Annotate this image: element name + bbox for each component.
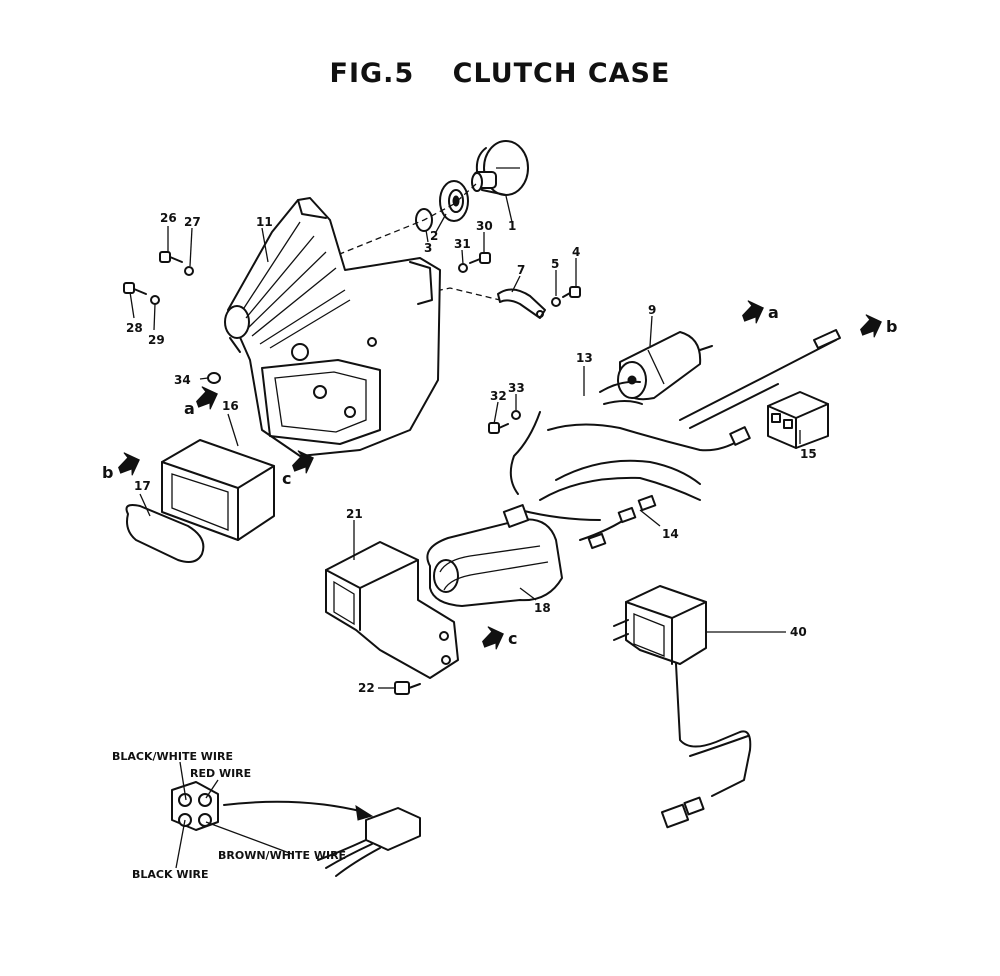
- washer-29-part: [150, 295, 160, 305]
- part-label-17: 17: [134, 479, 151, 493]
- screw-22-part: [394, 681, 421, 695]
- wire-label-red: RED WIRE: [190, 767, 251, 780]
- figure-name: CLUTCH CASE: [452, 58, 671, 89]
- part-number-labels: 1 2 3 4 5 7 9 11 13 14 15 16 17 18 21 22…: [126, 211, 817, 695]
- charger-40-part: [613, 585, 752, 829]
- cover-16-part: [161, 439, 275, 541]
- ref-letter-c-case: c: [282, 469, 291, 488]
- part-leader-lines: [129, 195, 801, 689]
- gasket-17-part: [125, 504, 205, 563]
- part-label-5: 5: [551, 257, 559, 271]
- assembly-axis-line: [319, 183, 477, 263]
- clutch-case-part: [224, 197, 441, 457]
- part-label-32: 32: [490, 389, 507, 403]
- ref-letter-b-cover: b: [102, 463, 113, 482]
- motor-part: [617, 331, 713, 401]
- part-label-34: 34: [174, 373, 191, 387]
- part-label-33: 33: [508, 381, 525, 395]
- lever-7-part: [497, 288, 546, 319]
- part-label-31: 31: [454, 237, 471, 251]
- wire-harness-part: [502, 329, 841, 550]
- wire-leader-black: [175, 819, 186, 869]
- washer-5-part: [551, 297, 561, 307]
- part-label-18: 18: [534, 601, 551, 615]
- part-label-15: 15: [800, 447, 817, 461]
- ref-arrows: [118, 300, 882, 650]
- part-label-22: 22: [358, 681, 375, 695]
- screw-26-part: [159, 251, 183, 263]
- screw-4-part: [562, 286, 581, 298]
- part-label-2: 2: [430, 229, 438, 243]
- part-label-14: 14: [662, 527, 679, 541]
- wire-label-black-white: BLACK/WHITE WIRE: [112, 750, 233, 763]
- wire-color-labels: BLACK/WHITE WIRE RED WIRE BROWN/WHITE WI…: [112, 750, 346, 881]
- detail-arrow: [223, 800, 365, 813]
- snap-ring-part: [415, 208, 433, 232]
- ref-letter-a-motor: a: [768, 303, 779, 322]
- part-label-30: 30: [476, 219, 493, 233]
- figure-title: FIG.5 CLUTCH CASE: [0, 58, 1000, 89]
- connector-15-part: [767, 391, 829, 449]
- washer-31-part: [458, 263, 468, 273]
- screw-28-part: [123, 282, 147, 295]
- part-label-28: 28: [126, 321, 143, 335]
- figure-number: FIG.5: [329, 58, 415, 89]
- part-label-9: 9: [648, 303, 656, 317]
- wire-label-black: BLACK WIRE: [132, 868, 209, 881]
- ref-letter-a-case: a: [184, 399, 195, 418]
- wire-label-brown-white: BROWN/WHITE WIRE: [218, 849, 346, 862]
- part-label-40: 40: [790, 625, 807, 639]
- battery-pack-18-part: [426, 518, 563, 607]
- clutch-drum-part: [471, 140, 529, 196]
- screw-32-part: [488, 422, 509, 434]
- wire-leader-black-white: [179, 761, 187, 801]
- washer-33-part: [511, 410, 521, 420]
- screw-30-part: [469, 252, 491, 264]
- part-label-27: 27: [184, 215, 201, 229]
- part-label-3: 3: [424, 241, 432, 255]
- wire-leader-brown-white: [205, 821, 293, 855]
- part-label-26: 26: [160, 211, 177, 225]
- part-label-13: 13: [576, 351, 593, 365]
- part-label-21: 21: [346, 507, 363, 521]
- ref-letter-c-battery: c: [508, 629, 517, 648]
- plug-detail-part: [317, 807, 421, 877]
- nut-34-part: [207, 372, 221, 384]
- ref-letters: a b a b c c: [102, 303, 897, 648]
- part-label-1: 1: [508, 219, 516, 233]
- wire-leader-red: [205, 779, 219, 799]
- detail-arrow-head: [355, 805, 374, 821]
- part-label-4: 4: [572, 245, 580, 259]
- part-label-16: 16: [222, 399, 239, 413]
- part-label-29: 29: [148, 333, 165, 347]
- part-label-7: 7: [517, 263, 525, 277]
- washer-27-part: [184, 266, 194, 276]
- bearing-part: [439, 180, 469, 222]
- battery-case-21-part: [325, 541, 459, 679]
- part-label-11: 11: [256, 215, 273, 229]
- ref-letter-b-wire: b: [886, 317, 897, 336]
